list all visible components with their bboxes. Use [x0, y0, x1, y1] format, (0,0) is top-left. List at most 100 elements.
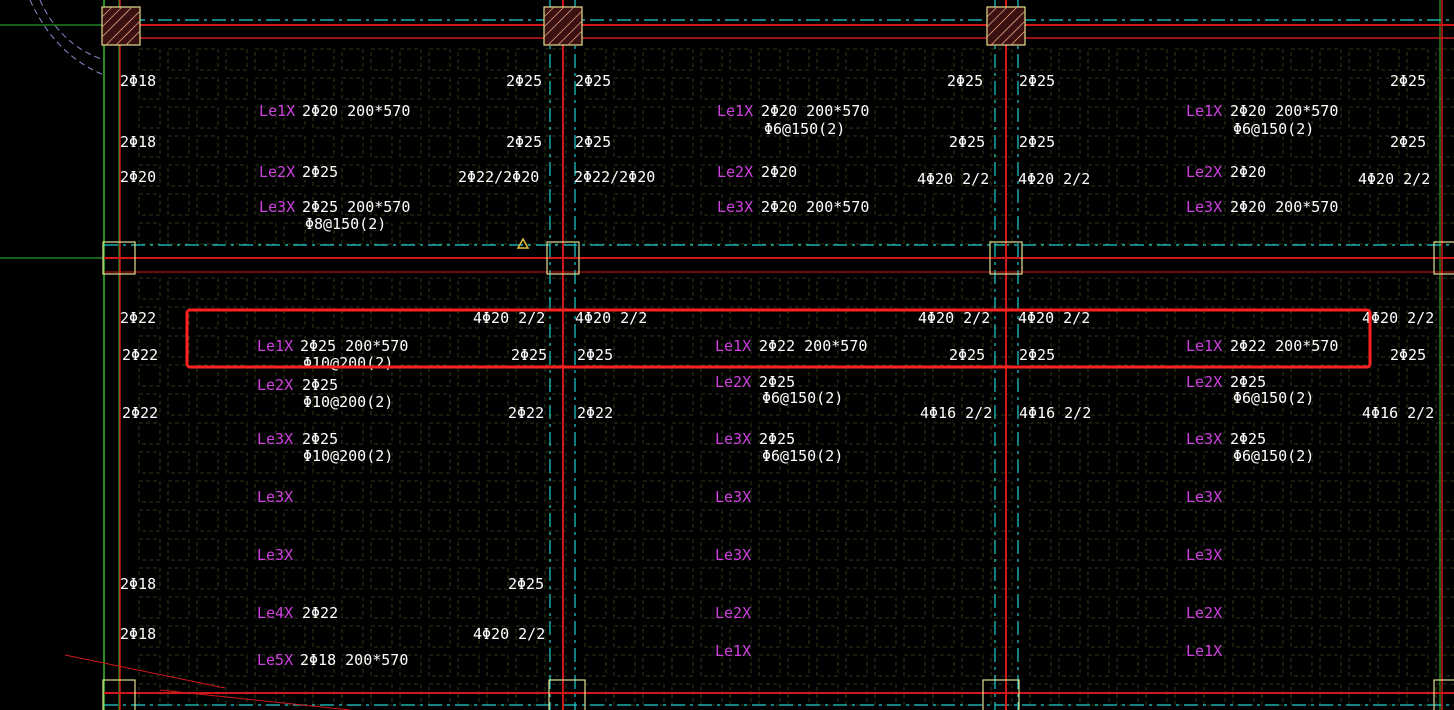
- beam-id-label[interactable]: Le1X: [257, 337, 293, 355]
- rebar-label[interactable]: 4Φ16 2/2: [920, 404, 992, 422]
- beam-id-label[interactable]: Le3X: [1186, 430, 1222, 448]
- beam-spec-label[interactable]: 2Φ25: [759, 373, 795, 391]
- beam-id-label[interactable]: Le2X: [257, 376, 293, 394]
- beam-spec-label[interactable]: 2Φ18 200*570: [300, 651, 408, 669]
- beam-spec-label[interactable]: 2Φ25: [302, 430, 338, 448]
- stirrup-label[interactable]: Φ8@150(2): [305, 215, 386, 233]
- rebar-label[interactable]: 2Φ22: [122, 404, 158, 422]
- beam-id-label[interactable]: Le4X: [257, 604, 293, 622]
- column-7[interactable]: [982, 679, 1020, 710]
- stirrup-label[interactable]: Φ6@150(2): [1233, 447, 1314, 465]
- beam-spec-label[interactable]: 2Φ22 200*570: [1230, 337, 1338, 355]
- rebar-label[interactable]: 2Φ22: [120, 309, 156, 327]
- beam-id-label[interactable]: Le2X: [715, 604, 751, 622]
- rebar-label[interactable]: 4Φ20 2/2: [473, 625, 545, 643]
- beam-id-label[interactable]: Le1X: [1186, 102, 1222, 120]
- beam-id-label[interactable]: Le1X: [715, 642, 751, 660]
- stirrup-label[interactable]: Φ6@150(2): [762, 389, 843, 407]
- rebar-label[interactable]: 2Φ22: [508, 404, 544, 422]
- rebar-label[interactable]: 2Φ25: [1390, 346, 1426, 364]
- beam-id-label[interactable]: Le1X: [1186, 642, 1222, 660]
- beam-id-label[interactable]: Le1X: [1186, 337, 1222, 355]
- rebar-label[interactable]: 2Φ25: [1019, 346, 1055, 364]
- rebar-label[interactable]: 2Φ22/2Φ20: [574, 168, 655, 186]
- beam-id-label[interactable]: Le2X: [1186, 163, 1222, 181]
- rebar-label[interactable]: 2Φ18: [120, 72, 156, 90]
- column-3[interactable]: [989, 241, 1023, 275]
- rebar-label[interactable]: 2Φ25: [1390, 72, 1426, 90]
- rebar-label[interactable]: 2Φ25: [1019, 72, 1055, 90]
- column-hatched-1[interactable]: [101, 6, 141, 46]
- rebar-label[interactable]: 4Φ20 2/2: [918, 309, 990, 327]
- beam-id-label[interactable]: Le2X: [1186, 604, 1222, 622]
- beam-id-label[interactable]: Le1X: [717, 102, 753, 120]
- beam-spec-label[interactable]: 2Φ20 200*570: [761, 102, 869, 120]
- column-1[interactable]: [102, 241, 136, 275]
- beam-spec-label[interactable]: 2Φ25 200*570: [302, 198, 410, 216]
- beam-id-label[interactable]: Le3X: [1186, 198, 1222, 216]
- column-6[interactable]: [548, 679, 586, 710]
- rebar-label[interactable]: 2Φ25: [949, 133, 985, 151]
- highlight-selection-box[interactable]: [185, 308, 1372, 369]
- rebar-label[interactable]: 2Φ22: [122, 346, 158, 364]
- column-hatched-2[interactable]: [543, 6, 583, 46]
- beam-id-label[interactable]: Le2X: [259, 163, 295, 181]
- beam-spec-label[interactable]: 2Φ22: [302, 604, 338, 622]
- stirrup-label[interactable]: Φ6@150(2): [764, 120, 845, 138]
- beam-id-label[interactable]: Le1X: [715, 337, 751, 355]
- beam-spec-label[interactable]: 2Φ25: [302, 376, 338, 394]
- beam-id-label[interactable]: Le3X: [257, 546, 293, 564]
- rebar-label[interactable]: 2Φ25: [1019, 133, 1055, 151]
- beam-spec-label[interactable]: 2Φ25: [302, 163, 338, 181]
- rebar-label[interactable]: 2Φ20: [120, 168, 156, 186]
- beam-id-label[interactable]: Le3X: [259, 198, 295, 216]
- beam-id-label[interactable]: Le3X: [715, 546, 751, 564]
- beam-id-label[interactable]: Le3X: [257, 430, 293, 448]
- column-hatched-3[interactable]: [986, 6, 1026, 46]
- stirrup-label[interactable]: Φ6@150(2): [1233, 389, 1314, 407]
- rebar-label[interactable]: 2Φ25: [577, 346, 613, 364]
- column-8[interactable]: [1433, 679, 1454, 710]
- rebar-label[interactable]: 4Φ20 2/2: [1358, 170, 1430, 188]
- rebar-label[interactable]: 2Φ25: [949, 346, 985, 364]
- stirrup-label[interactable]: Φ6@150(2): [1233, 120, 1314, 138]
- stirrup-label[interactable]: Φ10@200(2): [303, 447, 393, 465]
- stirrup-label[interactable]: Φ6@150(2): [762, 447, 843, 465]
- rebar-label[interactable]: 4Φ20 2/2: [1018, 170, 1090, 188]
- rebar-label[interactable]: 4Φ20 2/2: [1018, 309, 1090, 327]
- beam-spec-label[interactable]: 2Φ25 200*570: [300, 337, 408, 355]
- beam-spec-label[interactable]: 2Φ20: [1230, 163, 1266, 181]
- rebar-label[interactable]: 4Φ20 2/2: [575, 309, 647, 327]
- beam-spec-label[interactable]: 2Φ25: [759, 430, 795, 448]
- beam-id-label[interactable]: Le2X: [715, 373, 751, 391]
- beam-spec-label[interactable]: 2Φ20 200*570: [761, 198, 869, 216]
- rebar-label[interactable]: 2Φ25: [947, 72, 983, 90]
- beam-spec-label[interactable]: 2Φ20 200*570: [1230, 102, 1338, 120]
- beam-id-label[interactable]: Le2X: [1186, 373, 1222, 391]
- triangle-marker-icon[interactable]: [516, 237, 530, 249]
- rebar-label[interactable]: 2Φ25: [575, 72, 611, 90]
- rebar-label[interactable]: 2Φ18: [120, 133, 156, 151]
- beam-spec-label[interactable]: 2Φ25: [1230, 373, 1266, 391]
- beam-id-label[interactable]: Le3X: [715, 488, 751, 506]
- beam-spec-label[interactable]: 2Φ25: [1230, 430, 1266, 448]
- stirrup-label[interactable]: Φ10@200(2): [303, 354, 393, 372]
- beam-spec-label[interactable]: 2Φ20 200*570: [302, 102, 410, 120]
- rebar-label[interactable]: 4Φ20 2/2: [917, 170, 989, 188]
- column-4[interactable]: [1433, 241, 1454, 275]
- column-5[interactable]: [102, 679, 136, 710]
- rebar-label[interactable]: 2Φ25: [506, 72, 542, 90]
- rebar-label[interactable]: 4Φ20 2/2: [473, 309, 545, 327]
- beam-id-label[interactable]: Le3X: [257, 488, 293, 506]
- stirrup-label[interactable]: Φ10@200(2): [303, 393, 393, 411]
- beam-spec-label[interactable]: 2Φ20 200*570: [1230, 198, 1338, 216]
- rebar-label[interactable]: 2Φ25: [1390, 133, 1426, 151]
- beam-spec-label[interactable]: 2Φ22 200*570: [759, 337, 867, 355]
- rebar-label[interactable]: 4Φ16 2/2: [1019, 404, 1091, 422]
- rebar-label[interactable]: 4Φ16 2/2: [1362, 404, 1434, 422]
- beam-id-label[interactable]: Le3X: [715, 430, 751, 448]
- beam-id-label[interactable]: Le3X: [1186, 546, 1222, 564]
- column-2[interactable]: [546, 241, 580, 275]
- rebar-label[interactable]: 2Φ18: [120, 575, 156, 593]
